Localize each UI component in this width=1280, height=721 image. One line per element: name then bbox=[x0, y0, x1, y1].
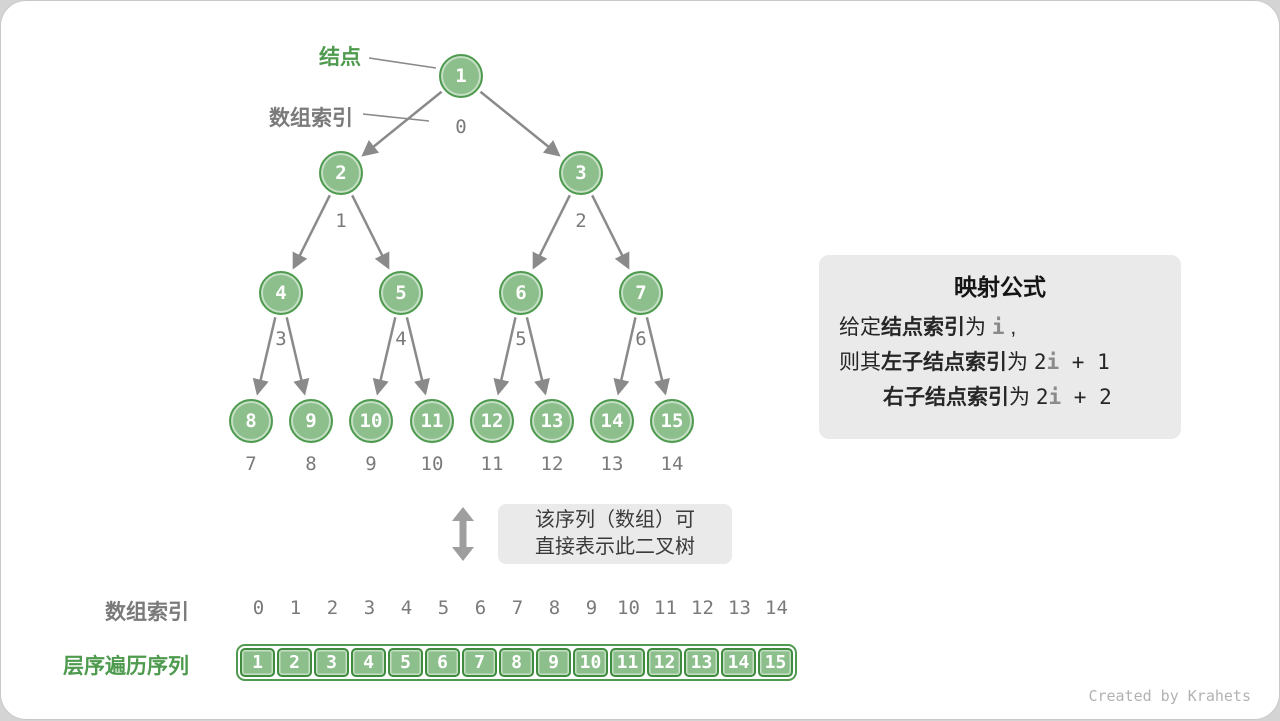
note-line-1: 该序列（数组）可 bbox=[535, 509, 695, 531]
formula-text: 2 bbox=[1035, 385, 1049, 409]
node-index-label: 7 bbox=[245, 453, 257, 475]
array-index-cell: 0 bbox=[252, 597, 265, 619]
formula-text: + 1 bbox=[1059, 350, 1110, 374]
node-index-label: 4 bbox=[395, 328, 407, 350]
array-index-cell: 7 bbox=[511, 597, 524, 619]
formula-title: 映射公式 bbox=[954, 274, 1046, 300]
node-index-label: 12 bbox=[540, 453, 564, 475]
sequence-cell: 10 bbox=[573, 648, 608, 677]
sequence-cell: 15 bbox=[758, 648, 793, 677]
node-index-label: 14 bbox=[660, 453, 684, 475]
sequence-cell: 4 bbox=[351, 648, 386, 677]
tree-node: 10 bbox=[349, 399, 393, 443]
node-index-label: 6 bbox=[635, 328, 647, 350]
formula-text: + 2 bbox=[1061, 385, 1112, 409]
sequence-cell: 3 bbox=[314, 648, 349, 677]
formula-line: 则其左子结点索引为 2i + 1 bbox=[839, 345, 1161, 380]
node-index-label: 10 bbox=[420, 453, 444, 475]
node-index-label: 3 bbox=[275, 328, 287, 350]
formula-text: 为 bbox=[1007, 351, 1034, 374]
tree-node: 4 bbox=[259, 271, 303, 315]
tree-node: 9 bbox=[289, 399, 333, 443]
array-index-row-label: 数组索引 bbox=[105, 601, 189, 624]
array-index-cell: 5 bbox=[437, 597, 450, 619]
sequence-cell: 7 bbox=[462, 648, 497, 677]
sequence-cell: 11 bbox=[610, 648, 645, 677]
array-index-cell: 10 bbox=[617, 597, 640, 619]
node-pointer-line bbox=[368, 57, 437, 69]
array-index-cell: 11 bbox=[654, 597, 677, 619]
formula-text: 为 bbox=[1009, 386, 1036, 409]
tree-edge-arrow bbox=[479, 90, 561, 157]
tree-node: 12 bbox=[470, 399, 514, 443]
formula-text: 右子结点索引 bbox=[883, 386, 1009, 409]
array-index-pointer-line bbox=[362, 113, 430, 122]
tree-node: 3 bbox=[559, 151, 603, 195]
node-index-label: 1 bbox=[335, 210, 347, 232]
formula-line: 给定结点索引为 i , bbox=[839, 310, 1161, 345]
formula-text: , bbox=[1004, 316, 1017, 339]
sequence-cell: 9 bbox=[536, 648, 571, 677]
tree-node: 14 bbox=[590, 399, 634, 443]
formula-text: 给定 bbox=[839, 316, 881, 339]
note-box: 该序列（数组）可 直接表示此二叉树 bbox=[498, 504, 732, 564]
tree-node: 8 bbox=[229, 399, 273, 443]
formula-text: 2 bbox=[1033, 350, 1047, 374]
array-index-cell: 6 bbox=[474, 597, 487, 619]
array-index-cell: 3 bbox=[363, 597, 376, 619]
sequence-cell: 1 bbox=[240, 648, 275, 677]
tree-node: 15 bbox=[650, 399, 694, 443]
sequence-cell: 12 bbox=[647, 648, 682, 677]
node-index-label: 0 bbox=[455, 116, 467, 138]
array-index-cell: 4 bbox=[400, 597, 413, 619]
node-index-label: 5 bbox=[515, 328, 527, 350]
tree-node: 13 bbox=[530, 399, 574, 443]
double-arrow-icon bbox=[452, 507, 474, 561]
sequence-cell: 5 bbox=[388, 648, 423, 677]
array-index-cell: 12 bbox=[691, 597, 714, 619]
array-index-cell: 1 bbox=[289, 597, 302, 619]
formula-text: 左子结点索引 bbox=[881, 351, 1007, 374]
node-index-label: 11 bbox=[480, 453, 504, 475]
array-index-pointer-label: 数组索引 bbox=[269, 107, 353, 130]
sequence-cell: 8 bbox=[499, 648, 534, 677]
formula-text: 为 bbox=[965, 316, 992, 339]
array-index-cell: 9 bbox=[585, 597, 598, 619]
tree-node: 5 bbox=[379, 271, 423, 315]
array-index-cell: 13 bbox=[728, 597, 751, 619]
tree-node: 6 bbox=[499, 271, 543, 315]
sequence-cell: 13 bbox=[684, 648, 719, 677]
tree-node: 7 bbox=[619, 271, 663, 315]
formula-variable: i bbox=[991, 315, 1005, 339]
formula-text: 则其 bbox=[839, 351, 881, 374]
tree-node: 11 bbox=[410, 399, 454, 443]
tree-edge-arrow bbox=[361, 90, 443, 157]
node-index-label: 8 bbox=[305, 453, 317, 475]
sequence-cell: 6 bbox=[425, 648, 460, 677]
formula-line: 右子结点索引为 2i + 2 bbox=[883, 380, 1161, 415]
formula-variable: i bbox=[1048, 385, 1062, 409]
formula-variable: i bbox=[1046, 350, 1060, 374]
array-index-cell: 8 bbox=[548, 597, 561, 619]
formula-text: 结点索引 bbox=[881, 316, 965, 339]
tree-node: 2 bbox=[319, 151, 363, 195]
watermark: Created by Krahets bbox=[1088, 687, 1251, 705]
sequence-cell: 14 bbox=[721, 648, 756, 677]
note-line-2: 直接表示此二叉树 bbox=[535, 536, 695, 558]
array-index-cell: 14 bbox=[765, 597, 788, 619]
tree-node: 1 bbox=[439, 54, 483, 98]
sequence-cell: 2 bbox=[277, 648, 312, 677]
node-index-label: 9 bbox=[365, 453, 377, 475]
node-index-label: 13 bbox=[600, 453, 624, 475]
array-index-cell: 2 bbox=[326, 597, 339, 619]
node-index-label: 2 bbox=[575, 210, 587, 232]
node-pointer-label: 结点 bbox=[319, 46, 361, 69]
sequence-row-label: 层序遍历序列 bbox=[63, 655, 189, 678]
